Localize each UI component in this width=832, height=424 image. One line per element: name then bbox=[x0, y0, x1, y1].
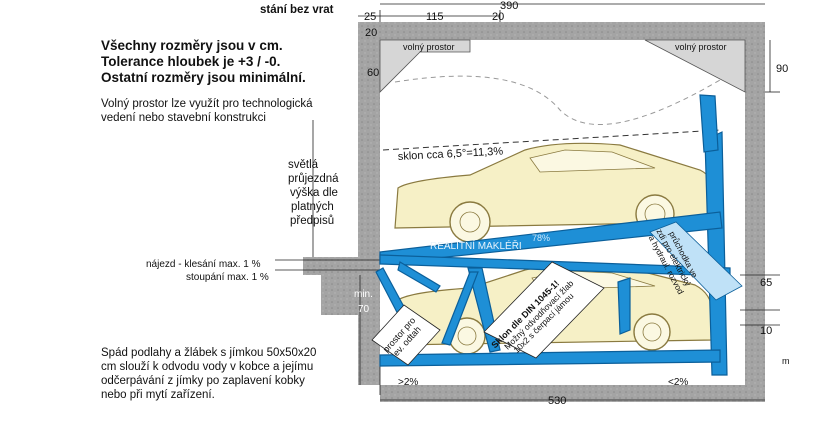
free-space-areas bbox=[379, 39, 746, 126]
dim-20b: 20 bbox=[365, 27, 377, 39]
ramp-note-1: nájezd - klesání max. 1 % bbox=[146, 259, 261, 270]
floor-note-2: cm slouží k odvodu vody v kobce a jejímu bbox=[101, 361, 314, 373]
dim-20a: 20 bbox=[492, 11, 504, 23]
clearance-note-4: platných bbox=[291, 201, 334, 213]
clearance-note-1: světlá bbox=[288, 159, 319, 171]
floor-note-1: Spád podlahy a žlábek s jímkou 50x50x20 bbox=[101, 347, 317, 359]
label-free-left: volný prostor bbox=[403, 42, 455, 52]
floor-note-3: odčerpávání z jímky po zaplavení kobky bbox=[101, 375, 305, 387]
label-boxes bbox=[371, 221, 743, 366]
dim-70: 70 bbox=[358, 304, 370, 315]
dim-m: m bbox=[782, 356, 790, 366]
dim-390: 390 bbox=[500, 0, 518, 12]
clearance-note-3: výška dle bbox=[290, 187, 338, 199]
heading-line-2: Tolerance hloubek je +3 / -0. bbox=[101, 54, 281, 69]
dim-115: 115 bbox=[426, 11, 444, 23]
label-free-right: volný prostor bbox=[675, 42, 727, 52]
label-slope-right: <2% bbox=[668, 377, 688, 388]
floor-note-4: nebo při mytí zařízení. bbox=[101, 389, 215, 401]
free-space-note-2: vedení nebo stavební konstrukci bbox=[101, 112, 266, 124]
free-space-note-1: Volný prostor lze využít pro technologic… bbox=[101, 98, 313, 110]
dim-10: 10 bbox=[760, 325, 772, 337]
dim-530: 530 bbox=[548, 395, 566, 407]
clearance-note-5: předpisů bbox=[290, 215, 335, 227]
label-slope-left: >2% bbox=[398, 377, 418, 388]
dimension-lines bbox=[275, 3, 780, 401]
dim-90: 90 bbox=[776, 63, 788, 75]
ramp-note-2: stoupání max. 1 % bbox=[186, 272, 269, 283]
top-label: stání bez vrat bbox=[260, 4, 334, 16]
heading-line-1: Všechny rozměry jsou v cm. bbox=[101, 38, 283, 53]
label-watermark: REALITNÍ MAKLÉŘI bbox=[430, 239, 522, 252]
dim-min: min. bbox=[354, 289, 373, 300]
dim-65: 65 bbox=[760, 277, 772, 289]
dim-25: 25 bbox=[364, 11, 376, 23]
parking-lift-frame bbox=[375, 94, 731, 376]
label-slope: sklon cca 6,5°=11,3% bbox=[398, 145, 504, 163]
slope-line bbox=[382, 129, 721, 151]
label-platform-pct: 78% bbox=[532, 233, 550, 243]
heading-line-3: Ostatní rozměry jsou minimální. bbox=[101, 70, 306, 85]
dim-60: 60 bbox=[367, 67, 379, 79]
clearance-note-2: průjezdná bbox=[288, 173, 339, 185]
